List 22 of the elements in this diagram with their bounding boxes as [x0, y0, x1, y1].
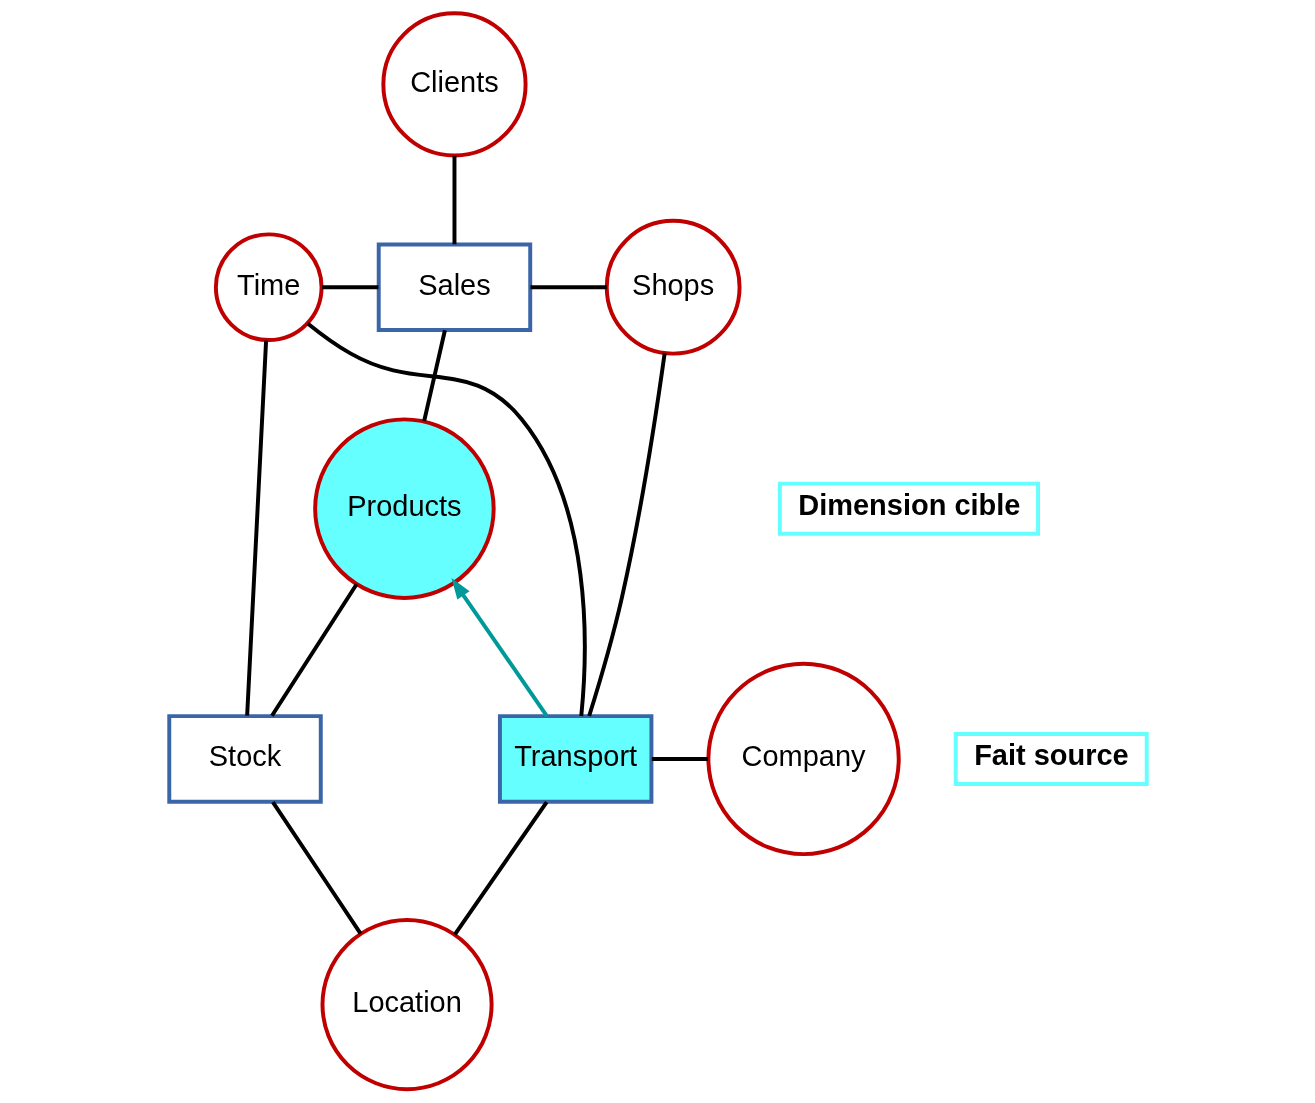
connector [244, 340, 268, 716]
connector [270, 800, 362, 935]
node-box: Fait source [953, 731, 1149, 786]
connector [305, 321, 587, 717]
connector [586, 352, 667, 717]
node-circle: Location [320, 918, 494, 1092]
connector [421, 329, 447, 422]
connector [452, 155, 456, 245]
node-circle: Shops [604, 218, 742, 356]
node-box: Stock [166, 714, 323, 804]
node-box: Transport [497, 714, 653, 804]
node-box: Dimension cible [777, 481, 1040, 536]
connector [269, 583, 358, 717]
arrow [450, 578, 549, 718]
node-circle: Company [705, 661, 901, 857]
connector [530, 285, 607, 290]
node-box: Sales [376, 242, 532, 332]
connector [452, 800, 548, 936]
node-circle: Time [213, 232, 324, 343]
connector [321, 285, 378, 290]
node-circle: Clients [380, 11, 528, 158]
connector [651, 756, 708, 761]
